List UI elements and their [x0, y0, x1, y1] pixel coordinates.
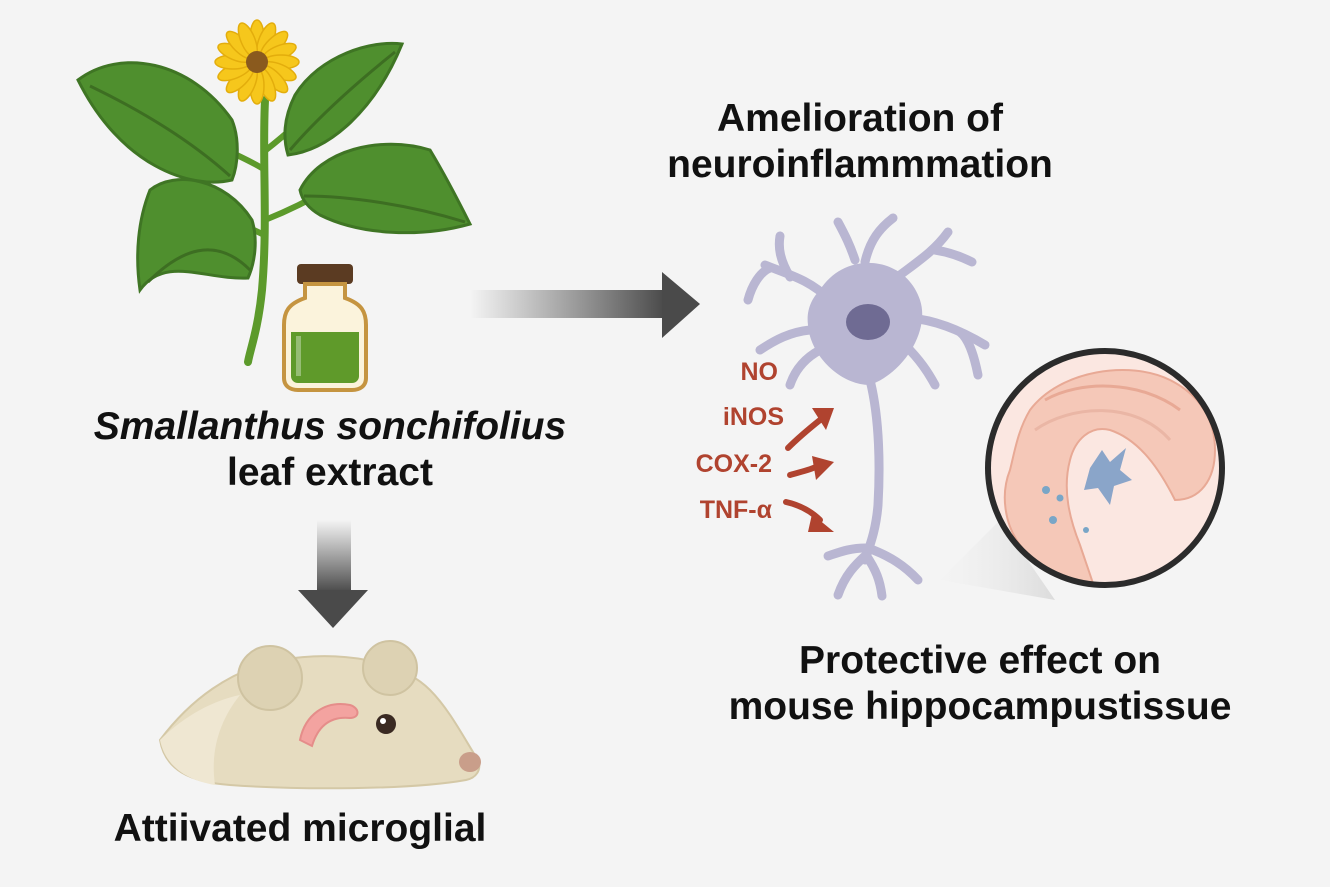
flower-icon — [214, 19, 300, 105]
marker-cox2: COX-2 — [695, 450, 772, 478]
marker-tnf-alpha: TNF-α — [699, 496, 772, 524]
headline-line-2: neuroinflammmation — [667, 143, 1053, 187]
marker-arrows — [783, 408, 834, 532]
plant-icon — [76, 41, 473, 366]
arrow-down-icon — [298, 520, 368, 628]
plant-species-name: Smallanthus sonchifolius — [93, 405, 567, 448]
headline: Amelioration of neuroinflammmation — [610, 96, 1110, 188]
protective-line-2: mouse hippocampustissue — [728, 685, 1232, 729]
plant-extract-label: leaf extract — [227, 451, 433, 495]
plant-caption: Smallanthus sonchifolius leaf extract — [20, 404, 640, 496]
marker-inos: iNOS — [722, 403, 784, 431]
hippocampus-magnifier-icon — [940, 348, 1225, 600]
protective-effect-caption: Protective effect on mouse hippocampusti… — [640, 638, 1320, 730]
headline-line-1: Amelioration of — [716, 97, 1003, 140]
arrow-right-icon — [470, 272, 700, 338]
mouse-icon — [158, 640, 481, 790]
extract-bottle-icon — [282, 264, 368, 392]
marker-no: NO — [740, 358, 779, 386]
neuron-icon — [743, 213, 990, 601]
microglia-caption: Attiivated microglial — [113, 807, 487, 850]
protective-line-1: Protective effect on — [799, 639, 1161, 682]
